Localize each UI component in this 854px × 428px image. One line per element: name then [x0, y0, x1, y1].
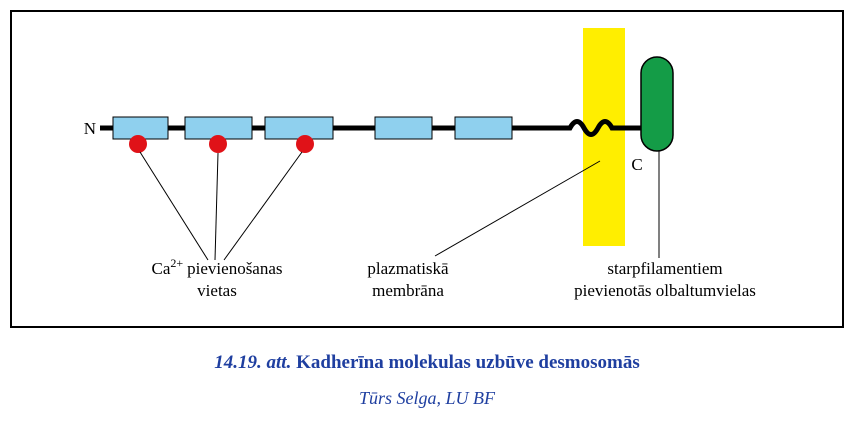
filament-protein-pill — [640, 56, 674, 152]
n-terminal-label: N — [84, 119, 96, 138]
membrane-label-line1: plazmatiskā — [367, 259, 449, 278]
figure-credit: Tūrs Selga, LU BF — [358, 388, 495, 408]
pointer-line — [434, 160, 601, 257]
calcium-site-dot — [296, 135, 314, 153]
pointer-line — [139, 151, 209, 261]
calcium-site-dot — [129, 135, 147, 153]
diagram-frame: N C Ca2+ pievienošanas vietas plazmatiskā… — [10, 10, 844, 328]
cadherin-diagram: N C Ca2+ pievienošanas vietas plazmatiskā… — [84, 28, 756, 300]
molecule-backbone-line — [100, 119, 648, 137]
ca-label-base: Ca — [151, 259, 170, 278]
cadherin-domain-block — [264, 116, 334, 140]
filament-label-line1: starpfilamentiem — [607, 259, 722, 278]
figure-caption-title: 14.19. att. Kadherīna molekulas uzbūve d… — [0, 352, 854, 374]
figure-number: 14.19. att. — [214, 352, 292, 373]
figure-title-text: Kadherīna molekulas uzbūve desmosomās — [296, 352, 640, 373]
filament-label-line2: pievienotās olbaltumvielas — [574, 281, 756, 300]
plasma-membrane-bar — [583, 28, 625, 246]
pointer-line — [223, 151, 303, 261]
pointer-line — [214, 152, 219, 261]
ca-sites-label-line2: vietas — [197, 281, 237, 300]
ca-sites-label-line1: Ca2+ pievienošanas — [151, 256, 282, 278]
ca-label-superscript: 2+ — [170, 256, 183, 270]
cadherin-domain-block — [454, 116, 513, 140]
ca-label-rest: pievienošanas — [187, 259, 282, 278]
cadherin-domain-block — [374, 116, 433, 140]
membrane-label-line2: membrāna — [372, 281, 444, 300]
calcium-site-dot — [209, 135, 227, 153]
c-terminal-label: C — [631, 155, 642, 174]
